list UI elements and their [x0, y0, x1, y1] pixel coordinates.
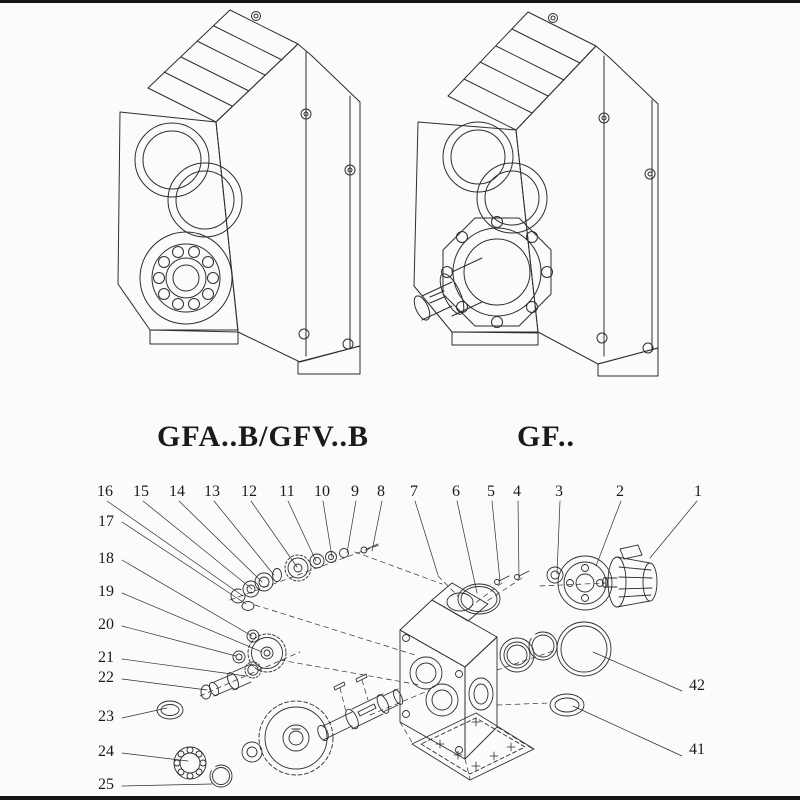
base-gasket — [411, 712, 535, 781]
gearbox-right-drawing — [413, 11, 659, 377]
part-label-4: 4 — [513, 483, 521, 500]
part-4-bolt — [514, 570, 530, 580]
part-9-nut — [339, 548, 349, 558]
gearbox-left-drawing — [117, 9, 361, 375]
output-shaft — [413, 257, 483, 321]
gasket-bolt-marks — [435, 717, 516, 771]
part-12-pinion-gear — [284, 554, 312, 582]
part-label-22: 22 — [98, 669, 114, 686]
part-label-12: 12 — [241, 483, 257, 500]
part-label-23: 23 — [98, 708, 114, 725]
part-11-washer — [309, 553, 325, 569]
part-label-1: 1 — [694, 483, 702, 500]
part-label-24: 24 — [98, 743, 114, 760]
part-label-17: 17 — [98, 513, 114, 530]
output-shaft-exploded — [317, 688, 404, 741]
part-label-25: 25 — [98, 776, 114, 793]
part-5-bolt — [494, 575, 510, 585]
part-24-ball-bearing — [173, 746, 207, 780]
eye-bolt-hole — [548, 13, 558, 23]
part-16-snap-ring — [230, 588, 246, 604]
part-label-3: 3 — [555, 483, 563, 500]
leader-lines-left — [121, 521, 263, 787]
housing — [399, 582, 498, 760]
part-label-18: 18 — [98, 550, 114, 567]
leader-lines-top — [106, 500, 698, 597]
part-label-20: 20 — [98, 616, 114, 633]
part-label-5: 5 — [487, 483, 495, 500]
shaft-keys — [333, 673, 368, 691]
page-bottom-edge — [0, 796, 800, 800]
model-name-right: GF.. — [517, 420, 575, 453]
part-25-circlip — [209, 764, 233, 788]
eye-bolt-hole — [251, 11, 261, 21]
part-label-2: 2 — [616, 483, 624, 500]
bearing-detail — [139, 231, 233, 325]
part-washer-lower — [241, 741, 263, 763]
part-3-shim — [546, 566, 564, 584]
assembly-axes — [199, 543, 607, 780]
part-circlip-right — [528, 631, 558, 661]
part-label-10: 10 — [314, 483, 330, 500]
part-22-ring — [200, 684, 212, 700]
part-label-7: 7 — [410, 483, 418, 500]
part-15-cap — [242, 580, 260, 598]
part-19-gear — [247, 633, 287, 673]
leader-lines-right — [572, 651, 683, 757]
part-label-41: 41 — [689, 741, 705, 758]
part-label-8: 8 — [377, 483, 385, 500]
part-41-cover — [549, 693, 585, 717]
part-20-washer — [232, 650, 246, 664]
part-17-seal — [241, 601, 255, 611]
part-label-11: 11 — [279, 483, 295, 500]
model-name-left: GFA..B/GFV..B — [157, 420, 369, 453]
part-21-pinion-shaft — [208, 661, 262, 697]
part-label-9: 9 — [351, 483, 359, 500]
part-bearing-right — [499, 637, 535, 673]
part-10-washer — [325, 551, 337, 563]
part-2-motor-flange — [557, 555, 613, 611]
part-label-19: 19 — [98, 583, 114, 600]
part-8-bolt — [360, 543, 379, 554]
page-top-edge — [0, 0, 800, 3]
output-flange — [441, 216, 553, 328]
part-1-motor — [602, 544, 658, 608]
part-label-21: 21 — [98, 649, 114, 666]
part-label-15: 15 — [133, 483, 149, 500]
part-label-13: 13 — [204, 483, 220, 500]
part-42-ring — [556, 621, 612, 677]
part-14-bearing — [254, 572, 274, 592]
part-label-14: 14 — [169, 483, 185, 500]
part-label-6: 6 — [452, 483, 460, 500]
part-label-16: 16 — [97, 483, 113, 500]
part-23-oil-seal — [156, 700, 184, 720]
part-label-42: 42 — [689, 677, 705, 694]
output-gear — [258, 700, 334, 776]
part-13-spacer — [272, 568, 282, 582]
exploded-view — [106, 500, 698, 788]
part-6-o-ring — [457, 583, 501, 615]
